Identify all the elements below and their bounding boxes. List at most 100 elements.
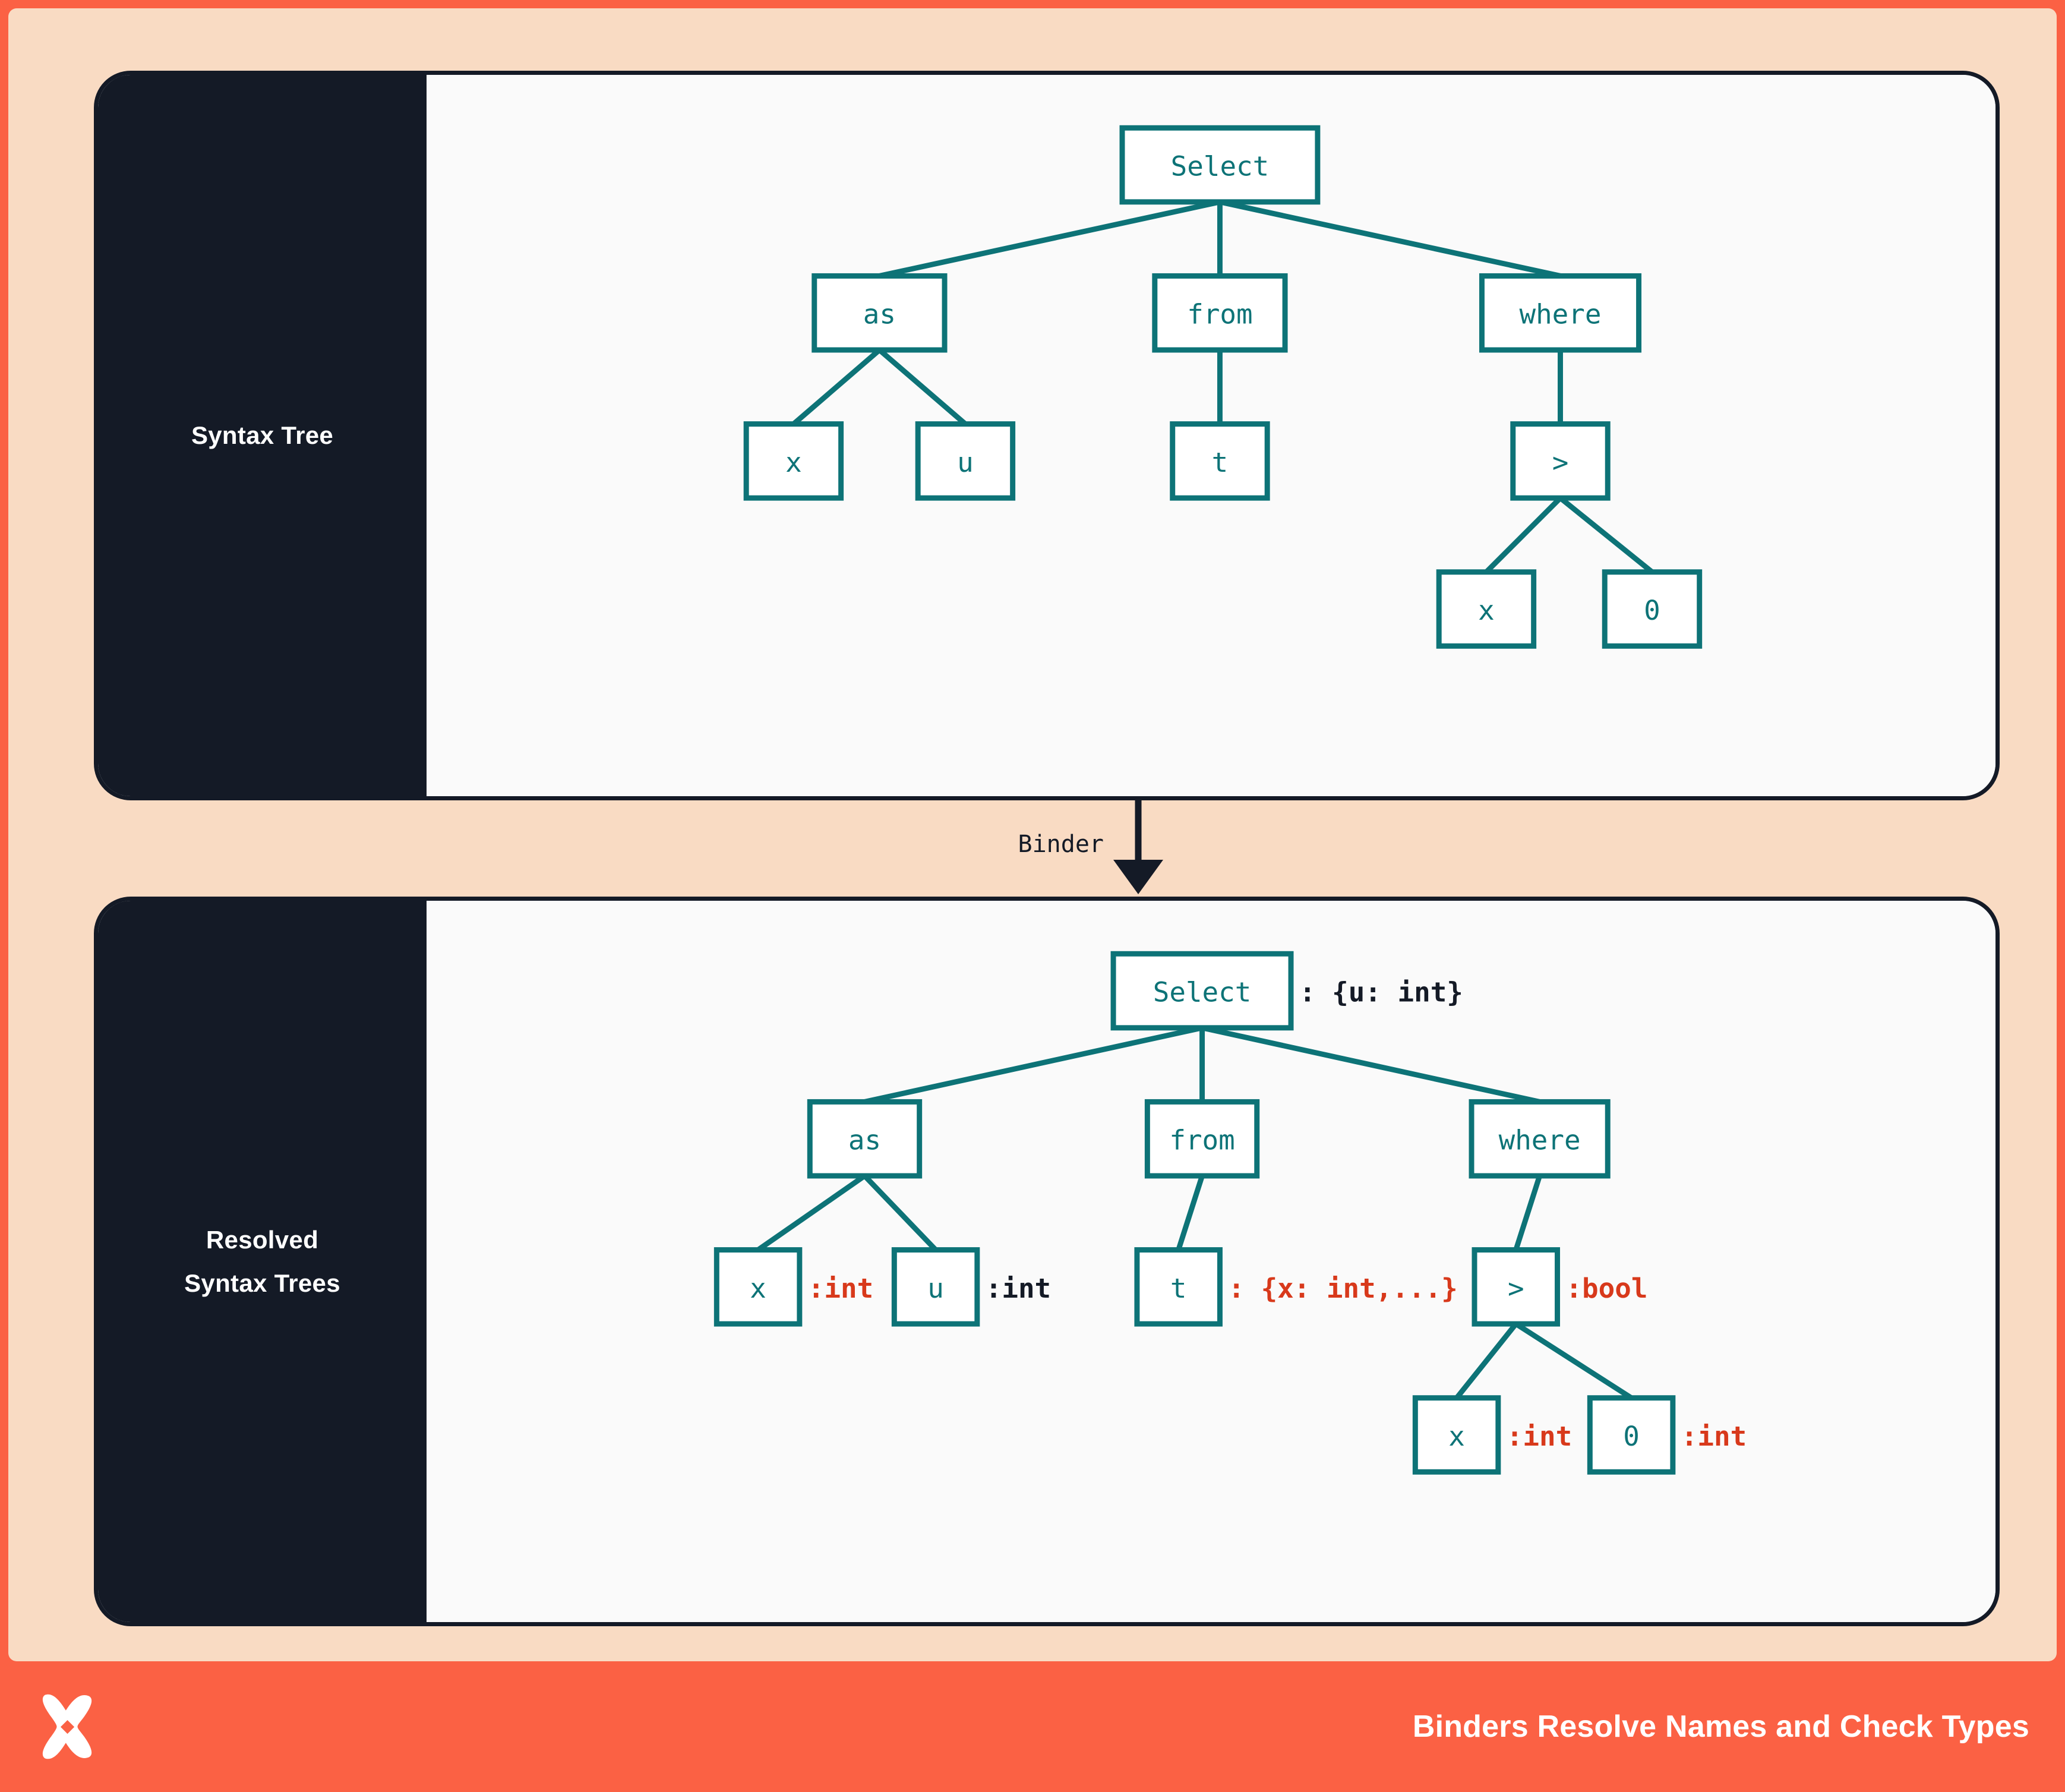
tree-node-box xyxy=(743,421,844,501)
tree-edge xyxy=(791,348,882,426)
binder-arrow-svg: Binder xyxy=(1018,800,1163,894)
tree-node[interactable]: > xyxy=(1510,421,1611,501)
tree-node-box xyxy=(1602,569,1703,649)
tree-node-label: x xyxy=(1448,1420,1465,1452)
tree-edge xyxy=(1558,496,1654,575)
tree-node[interactable]: u :int xyxy=(891,1247,1051,1327)
syntax-tree-graph: Select as from where x u t > x 0 xyxy=(743,125,1703,649)
tree-node-label: u xyxy=(957,446,974,478)
tree-node-label: 0 xyxy=(1644,594,1660,626)
tree-node[interactable]: Select xyxy=(1119,125,1321,205)
tree-node[interactable]: x xyxy=(743,421,844,501)
sidebar-label-syntax-tree: Syntax Tree xyxy=(191,414,333,458)
tree-node-label: as xyxy=(848,1124,881,1156)
tree-node[interactable]: u xyxy=(915,421,1016,501)
binder-arrow-head xyxy=(1113,860,1163,894)
tree-node-box xyxy=(1134,1247,1223,1327)
sidebar-syntax-tree: Syntax Tree xyxy=(98,75,427,796)
tree-edge xyxy=(1201,1025,1540,1105)
type-annotation: :int xyxy=(1681,1420,1747,1452)
type-annotation: :int xyxy=(986,1272,1051,1304)
type-annotation: :int xyxy=(808,1272,873,1304)
tree-node-label: where xyxy=(1520,298,1602,330)
tree-node-label: from xyxy=(1187,298,1252,330)
tree-node-label: x xyxy=(785,446,802,478)
tree-edge xyxy=(1513,1175,1542,1251)
tree-node-box xyxy=(1587,1395,1676,1475)
tree-node[interactable]: where xyxy=(1479,273,1642,353)
tree-edge xyxy=(1454,1322,1518,1400)
sidebar-label-line: Resolved xyxy=(206,1225,319,1254)
tree-edge xyxy=(863,1173,938,1252)
binder-label: Binder xyxy=(1018,831,1104,858)
tree-node-label: where xyxy=(1499,1124,1581,1156)
footer-title: Binders Resolve Names and Check Types xyxy=(1412,1709,2029,1744)
binder-connector: Binder xyxy=(94,800,2000,897)
tree-node-label: from xyxy=(1169,1124,1234,1156)
tree-edge xyxy=(1219,199,1561,279)
tree-node-label: Select xyxy=(1153,976,1252,1008)
resolved-syntax-tree-graph: Select : {u: int} as from where x :int u :int t : … xyxy=(713,951,1747,1475)
tree-edge xyxy=(756,1173,867,1252)
tree-edge xyxy=(1484,496,1562,574)
tree-node[interactable]: from xyxy=(1152,273,1288,353)
tree-node[interactable]: x xyxy=(1436,569,1537,649)
tree-node-label: t xyxy=(1212,446,1229,478)
tree-node-box xyxy=(1469,1099,1611,1179)
type-annotation: :bool xyxy=(1565,1272,1647,1304)
tree-node-label: Select xyxy=(1171,150,1270,182)
x-mark-logo xyxy=(42,1694,92,1759)
tree-node-box xyxy=(891,1247,980,1327)
tree-node-box xyxy=(1144,1099,1260,1179)
tree-node-box xyxy=(812,273,948,353)
tree-node-box xyxy=(1472,1247,1560,1327)
tree-node[interactable]: > :bool xyxy=(1472,1247,1647,1327)
tree-node[interactable]: from xyxy=(1144,1099,1260,1179)
tree-edge xyxy=(1514,1321,1633,1400)
tree-area-resolved-syntax-trees: Select : {u: int} as from where x :int u :int t : … xyxy=(427,901,1995,1622)
tree-edge xyxy=(877,348,967,426)
tree-edge xyxy=(1176,1175,1205,1251)
sidebar-label-line: Syntax Trees xyxy=(184,1269,340,1297)
tree-node-box xyxy=(1436,569,1537,649)
tree-node-label: x xyxy=(1478,594,1495,626)
tree-node-box xyxy=(1412,1395,1501,1475)
tree-node[interactable]: Select : {u: int} xyxy=(1110,951,1463,1031)
type-annotation: : {u: int} xyxy=(1299,976,1463,1008)
tree-node-box xyxy=(915,421,1016,501)
tree-node-box xyxy=(1510,421,1611,501)
tree-node-label: 0 xyxy=(1623,1420,1640,1452)
panel-syntax-tree: Syntax Tree Select as from where x u t > x 0 xyxy=(94,71,2000,800)
tree-node[interactable]: t : {x: int,...} xyxy=(1134,1247,1458,1327)
tree-node-box xyxy=(807,1099,923,1179)
tree-node[interactable]: x :int xyxy=(1412,1395,1572,1475)
sidebar-label-line: Syntax Tree xyxy=(191,421,334,450)
type-annotation: : {x: int,...} xyxy=(1228,1272,1457,1304)
tree-node-label: u xyxy=(927,1272,944,1304)
type-annotation: :int xyxy=(1507,1420,1572,1452)
tree-node[interactable]: as xyxy=(812,273,948,353)
tree-node-box xyxy=(1152,273,1288,353)
tree-node[interactable]: x :int xyxy=(713,1247,873,1327)
tree-node-label: > xyxy=(1552,446,1569,478)
tree-node[interactable]: 0 xyxy=(1602,569,1703,649)
tree-edge xyxy=(879,199,1221,279)
tree-node-box xyxy=(713,1247,803,1327)
tree-node-box xyxy=(1119,125,1321,205)
tree-node-box xyxy=(1479,273,1642,353)
tree-node[interactable]: t xyxy=(1170,421,1270,501)
footer-bar: Binders Resolve Names and Check Types xyxy=(0,1661,2065,1792)
tree-node-box xyxy=(1170,421,1270,501)
tree-node[interactable]: where xyxy=(1469,1099,1611,1179)
poster-canvas: Syntax Tree Select as from where x u t > x 0 Bind… xyxy=(8,8,2057,1661)
panel-resolved-syntax-trees: Resolved Syntax Trees Select : {u: int} as… xyxy=(94,897,2000,1626)
sidebar-label-resolved-syntax-trees: Resolved Syntax Trees xyxy=(184,1218,340,1305)
tree-node-label: x xyxy=(750,1272,766,1304)
tree-node-label: t xyxy=(1170,1272,1187,1304)
tree-node-label: as xyxy=(863,298,896,330)
tree-node[interactable]: 0 :int xyxy=(1587,1395,1747,1475)
tree-node-label: > xyxy=(1508,1272,1524,1304)
tree-node-box xyxy=(1110,951,1294,1031)
tree-node[interactable]: as xyxy=(807,1099,923,1179)
